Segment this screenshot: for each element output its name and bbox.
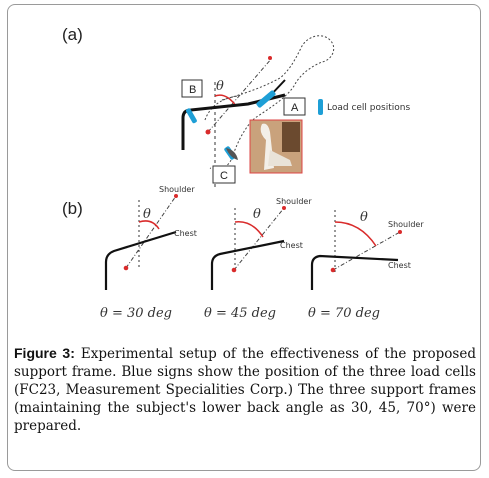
pivot-dot [174, 194, 178, 198]
pivot-dot [231, 267, 237, 273]
angle-arc [334, 221, 377, 247]
box-b [181, 79, 203, 98]
support-frame [104, 230, 177, 290]
frame-30: θ Shoulder Chest [104, 185, 197, 290]
load-cell-a [256, 90, 276, 108]
panel-a: θ B A C Load cell positions [181, 35, 410, 188]
subject-outline [209, 35, 335, 171]
angle-label-45: θ = 45 deg [204, 306, 276, 321]
theta-symbol: θ [253, 207, 261, 222]
support-frame [310, 254, 399, 290]
angle-label-30: θ = 30 deg [100, 306, 172, 321]
theta-symbol: θ [360, 210, 368, 225]
pivot-dot [268, 56, 272, 60]
shoulder-label: Shoulder [388, 220, 424, 229]
chest-label: Chest [388, 261, 411, 270]
theta-symbol: θ [216, 79, 224, 94]
body-axis [332, 231, 401, 271]
angle-label-70: θ = 70 deg [308, 306, 380, 321]
body-axis [233, 207, 285, 271]
figure-label: Figure 3: [14, 345, 75, 361]
box-a [283, 97, 306, 116]
angle-arc [138, 220, 160, 230]
photo [249, 119, 303, 174]
shoulder-label: Shoulder [276, 197, 312, 206]
figure-frame [7, 4, 481, 471]
shoulder-label: Shoulder [159, 185, 195, 194]
panel-b-label: (b) [62, 199, 83, 218]
pivot-dot [205, 129, 211, 135]
box-b-label: B [189, 84, 196, 96]
theta-symbol: θ [143, 207, 151, 222]
angle-arc [234, 221, 264, 238]
pivot-dot [282, 206, 286, 210]
subject-back-outline [204, 95, 239, 121]
pivot-dot [398, 230, 402, 234]
panel-a-label: (a) [62, 25, 83, 44]
frame-70: θ Shoulder Chest [310, 210, 424, 290]
angle-arc [214, 94, 237, 107]
chest-label: Chest [174, 229, 197, 238]
frame-45: θ Shoulder Chest [210, 197, 312, 290]
chest-pad [226, 148, 238, 160]
body-axis [125, 195, 177, 269]
legend-label: Load cell positions [327, 103, 410, 113]
box-c [212, 165, 236, 184]
pivot-dot [330, 267, 336, 273]
chest-label: Chest [280, 241, 303, 250]
pivot-dot [123, 265, 129, 271]
box-a-label: A [291, 102, 299, 114]
body-axis [207, 57, 273, 133]
figure-caption: Figure 3: Experimental setup of the effe… [14, 344, 476, 435]
caption-text: Experimental setup of the effectiveness … [14, 346, 476, 434]
load-cell-b [186, 108, 197, 124]
figure-diagram: (a) (b) θ B A C Load cell positions [62, 25, 424, 321]
box-c-label: C [220, 170, 228, 182]
support-frame [210, 239, 285, 290]
legend-swatch [318, 99, 323, 115]
